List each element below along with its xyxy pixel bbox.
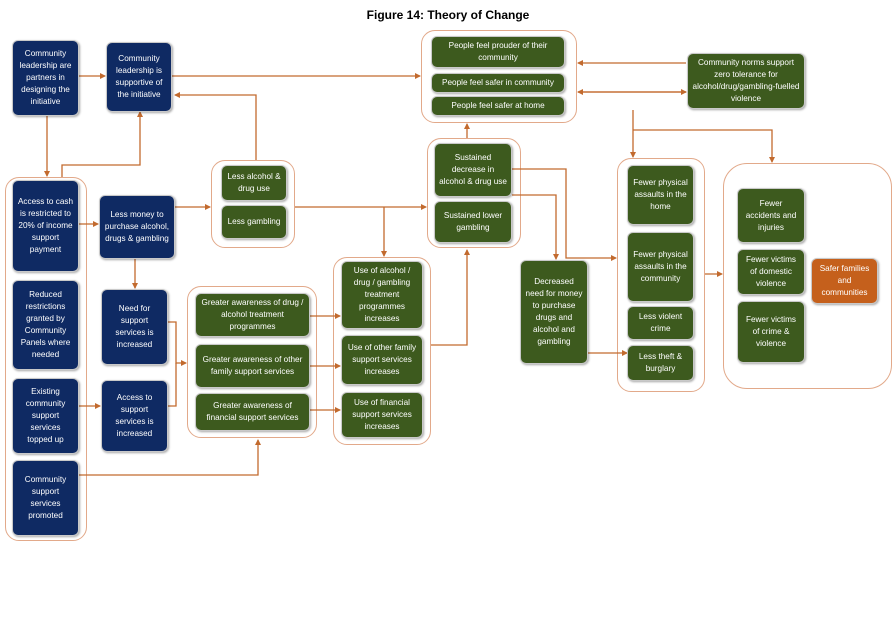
node-need-support: Need for support services is increased — [101, 289, 168, 365]
arrow-lessuse-to-supportive — [174, 92, 257, 160]
node-less-violent: Less violent crime — [627, 306, 694, 340]
node-access-cash: Access to cash is restricted to 20% of i… — [12, 180, 79, 272]
node-fewer-crime: Fewer victims of crime & violence — [737, 301, 805, 363]
arrow-need-to-awareness — [168, 321, 187, 366]
node-less-alcohol: Less alcohol & drug use — [221, 165, 287, 201]
node-fewer-domestic: Fewer victims of domestic violence — [737, 249, 805, 295]
arrow-norms-to-outcomes — [633, 129, 775, 163]
arrow-inputs-to-supportive — [61, 111, 143, 177]
node-decreased-need: Decreased need for money to purchase dru… — [520, 260, 588, 364]
node-aware-financial: Greater awareness of financial support s… — [195, 393, 310, 431]
node-sustained-alcohol: Sustained decrease in alcohol & drug use — [434, 143, 512, 197]
node-use-alcohol: Use of alcohol / drug / gambling treatme… — [341, 261, 423, 329]
node-leadership-supportive: Community leadership is supportive of th… — [106, 42, 172, 112]
figure-title: Figure 14: Theory of Change — [366, 8, 530, 22]
node-safer-families: Safer families and communities — [811, 258, 878, 304]
node-prouder: People feel prouder of their community — [431, 36, 565, 68]
node-existing-services: Existing community support services topp… — [12, 378, 79, 454]
node-aware-drug: Greater awareness of drug / alcohol trea… — [195, 293, 310, 337]
node-fewer-community: Fewer physical assaults in the community — [627, 232, 694, 302]
node-services-promoted: Community support services promoted — [12, 460, 79, 536]
node-access-support: Access to support services is increased — [101, 380, 168, 452]
arrow-access-to-awareness — [168, 363, 177, 407]
node-fewer-accidents: Fewer accidents and injuries — [737, 188, 805, 243]
node-reduced-restrictions: Reduced restrictions granted by Communit… — [12, 280, 79, 370]
node-use-family: Use of other family support services inc… — [341, 335, 423, 385]
node-leadership-partners: Community leadership are partners in des… — [12, 40, 79, 116]
node-less-gambling: Less gambling — [221, 205, 287, 239]
node-less-money: Less money to purchase alcohol, drugs & … — [99, 195, 175, 259]
node-less-theft: Less theft & burglary — [627, 345, 694, 381]
node-aware-family: Greater awareness of other family suppor… — [195, 344, 310, 388]
arrow-sustained-alcohol-to-assaults — [512, 168, 617, 261]
node-safer-home: People feel safer at home — [431, 96, 565, 116]
node-fewer-home: Fewer physical assaults in the home — [627, 165, 694, 225]
node-sustained-gambling: Sustained lower gambling — [434, 201, 512, 243]
arrow-serviceuse-to-sustained — [431, 249, 470, 346]
arrow-sustained-gambling-to-decreased — [512, 194, 559, 260]
arrow-promoted-to-awareness — [79, 439, 261, 476]
node-safer-community: People feel safer in community — [431, 73, 565, 93]
node-use-financial: Use of financial support services increa… — [341, 392, 423, 438]
node-norms: Community norms support zero tolerance f… — [687, 53, 805, 109]
